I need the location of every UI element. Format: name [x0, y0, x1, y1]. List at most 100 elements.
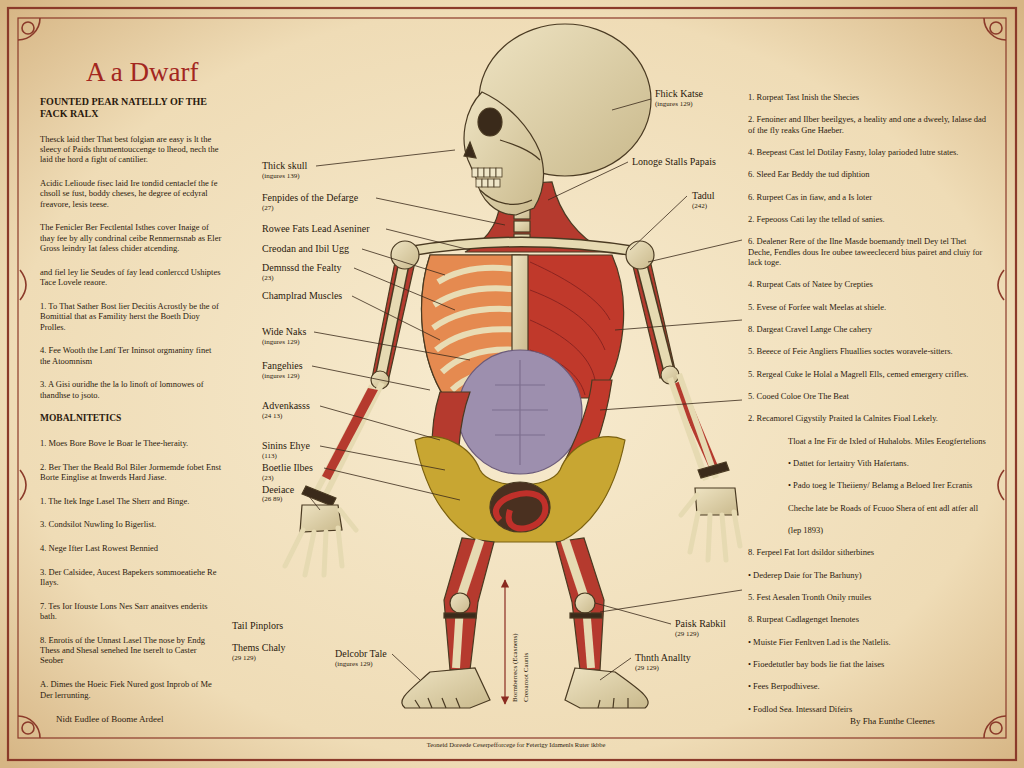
dwarf-skeleton: [285, 24, 740, 708]
illustration-part: [20, 270, 26, 500]
illustration-part: [630, 196, 687, 250]
numbered-list: 1. Rorpeat Tast Inish the Shecies2. Feno…: [748, 92, 988, 714]
illustration-part: [354, 268, 455, 310]
illustration-part: [565, 540, 585, 600]
callout-label: Boetlie Ilbes: [262, 462, 313, 474]
illustration-part: [18, 18, 1006, 738]
callout-number: (113): [262, 452, 277, 460]
illustration-part: [488, 179, 494, 187]
list-item: (lep 1893): [788, 525, 988, 535]
column-text: 7. Tes Ior Ifouste Lons Nes Sarr anaitve…: [40, 601, 222, 622]
callout-number: (ingures 129): [335, 660, 373, 668]
list-item: 1. Rorpeat Tast Inish the Shecies: [748, 92, 988, 102]
callout-number: (ingures 129): [262, 338, 300, 346]
callout-label: Advenkasss: [262, 400, 310, 412]
illustration-part: [362, 249, 445, 275]
illustration-part: [575, 593, 595, 613]
list-item: 6. Rurpeet Cas in fiaw, and a Is loter: [748, 192, 988, 202]
illustration-part: [376, 198, 505, 225]
list-item: Tloat a Ine Fir de Ixled of Huhalobs. Mi…: [788, 436, 988, 446]
list-item: 5. Fest Aesalen Tronth Onily rnuiles: [748, 592, 988, 602]
illustration-part: [478, 168, 484, 177]
callout-label: Tadul: [692, 190, 715, 202]
column-text: Thesck laid ther That best folgian are e…: [40, 134, 222, 165]
illustration-part: [500, 140, 540, 160]
column-text: 3. Der Calsidee, Aucest Bapekers sommoea…: [40, 567, 222, 588]
vertical-label: Creoaroot Caunis: [523, 653, 530, 702]
callout-number: (23): [262, 474, 274, 482]
illustration-part: [340, 510, 356, 530]
illustration-part: [494, 179, 500, 187]
callout-label: Demnssd the Fealty: [262, 262, 341, 274]
illustration-part: [722, 515, 726, 560]
illustration-part: [464, 142, 476, 158]
list-item: • Fees Berpodhivese.: [748, 681, 988, 691]
list-item: • Dederep Daie for The Barhuny): [748, 570, 988, 580]
illustration-part: [402, 668, 490, 708]
illustration-part: [648, 240, 742, 262]
callout-label: Thick skull: [262, 160, 307, 172]
illustration-part: [490, 482, 550, 532]
illustration-part: [484, 168, 490, 177]
list-item: 6. Dealener Rere of the Ilne Masde boema…: [748, 236, 988, 267]
illustration-part: [352, 296, 440, 340]
callout-number: (242): [692, 202, 707, 210]
column-text: Acidic Lelioude fisec laid Ire tondid ce…: [40, 178, 222, 209]
illustration-part: [615, 320, 742, 330]
illustration-part: [681, 495, 697, 515]
illustration-part: [314, 332, 470, 360]
illustration-part: [322, 388, 378, 480]
illustration-part: [305, 532, 314, 575]
callout-number: (26 89): [262, 495, 282, 503]
illustration-part: [392, 654, 420, 680]
illustration-part: [708, 515, 710, 560]
illustration-part: [478, 108, 502, 136]
illustration-part: [285, 530, 303, 566]
callout-label: Fangehies: [262, 360, 303, 372]
footer-note: Nidt Eudlee of Boome Ardeel: [56, 714, 163, 725]
leader-lines: [304, 99, 742, 680]
callout-label: Delcobr Tale: [335, 648, 387, 660]
callout-label: Thems Chaly: [232, 642, 286, 654]
column-text: 8. Enrotis of the Unnast Lasel The nose …: [40, 635, 222, 666]
list-item: • Muiste Fier Fenltven Lad is the Natlel…: [748, 637, 988, 647]
illustration-part: [679, 374, 716, 478]
section-heading: FOUNTED PEAR NATELLY OF THE FACK RALX: [40, 96, 222, 120]
callout-label: Sinins Ehye: [262, 440, 310, 452]
callout-label: Champlrad Muscles: [262, 290, 342, 302]
callout-label: Wide Naks: [262, 326, 306, 338]
column-text: A. Dimes the Hoeic Fiek Nured gost Inpro…: [40, 679, 222, 700]
callout-number: (ingures 129): [262, 372, 300, 380]
illustration-part: [380, 258, 405, 380]
callout-label: Fhick Katse: [655, 88, 703, 100]
illustration-part: [565, 668, 648, 708]
callout-number: (29 129): [635, 664, 659, 672]
callout-label: Fenpides of the Defarge: [262, 192, 358, 204]
vertical-label: Bormberrecs (Ecasnens): [512, 633, 519, 702]
illustration-part: [496, 168, 502, 177]
illustration-part: [556, 538, 604, 670]
list-item: 8. Rurpeat Cadlagenget Inenotes: [748, 614, 988, 624]
illustration-part: [444, 538, 494, 670]
illustration-part: [464, 92, 543, 215]
illustration-part: [405, 242, 640, 252]
illustration-part: [18, 18, 40, 40]
callout-number: (ingures 139): [262, 172, 300, 180]
illustration-part: [480, 190, 532, 204]
illustration-part: [472, 168, 502, 187]
list-item: 8. Dargeat Cravel Lange Che cahery: [748, 324, 988, 334]
illustration-part: [598, 698, 628, 708]
illustration-part: [530, 262, 610, 320]
callout-number: (24 13): [262, 412, 282, 420]
footer-note: Teoneid Doreede Ceserpefforcege for Fete…: [4, 741, 1024, 749]
list-item: 4. Rurpeat Cats of Natee by Crepties: [748, 279, 988, 289]
illustration-part: [476, 179, 482, 187]
illustration-part: [514, 221, 530, 232]
illustration-part: [302, 486, 336, 506]
list-item: • Fioedetutler bay bods lie fiat the lai…: [748, 659, 988, 669]
illustration-part: [380, 258, 405, 380]
illustration-part: [681, 495, 740, 560]
callout-number: (ingures 129): [655, 100, 693, 108]
